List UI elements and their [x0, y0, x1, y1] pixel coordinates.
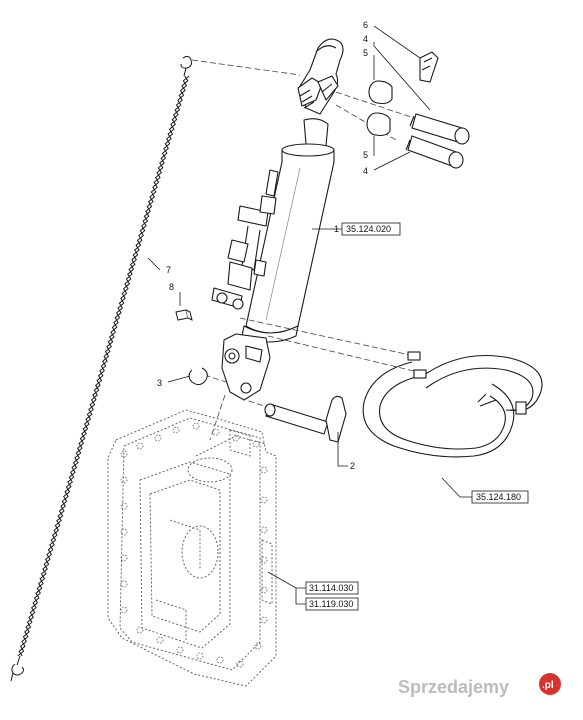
small-parts [175, 309, 208, 386]
bolt-hole [212, 428, 220, 436]
chain-strand [17, 75, 189, 657]
bolt-hole [120, 528, 128, 536]
bolt-hole [136, 626, 144, 634]
callout-1: 1 [334, 224, 339, 234]
bolt-hole [172, 426, 180, 434]
bolt-hole [260, 586, 268, 594]
callout-7: 7 [166, 265, 171, 275]
bolt-hole [232, 434, 240, 442]
bolt-hole [260, 496, 268, 504]
upper-pins-and-spacers [366, 51, 470, 169]
bolt-hole [252, 440, 260, 448]
ref-cylinder: 35.124.020 [346, 224, 391, 234]
reference-boxes [305, 222, 529, 611]
callout-3: 3 [157, 378, 162, 388]
bolt-hole [260, 466, 268, 474]
callout-4-bottom: 4 [363, 166, 368, 176]
housing-bolt-holes [120, 422, 268, 668]
watermark: Sprzedajemy .pl [398, 673, 561, 697]
bolt-hole [176, 646, 184, 654]
bolt-hole [120, 606, 128, 614]
callout-leaders [147, 25, 472, 605]
bolt-hole [216, 656, 224, 664]
ref-housing-b: 31.119.030 [309, 599, 353, 609]
callout-5-top: 5 [363, 48, 368, 58]
bolt-hole [120, 450, 128, 458]
callout-2: 2 [350, 461, 355, 471]
ref-box-cylinder [341, 222, 401, 236]
pin-part-2 [264, 395, 347, 443]
bolt-hole [260, 616, 268, 624]
chain-leader-line [191, 59, 301, 76]
bolt-hole [120, 554, 128, 562]
ref-housing-a: 31.114.030 [309, 583, 353, 593]
bolt-hole [254, 642, 262, 650]
bolt-hole [120, 476, 128, 484]
bolt-hole [156, 636, 164, 644]
watermark-suffix: .pl [542, 680, 554, 691]
ref-box-housing-a [305, 581, 359, 595]
watermark-badge [539, 673, 561, 695]
ref-hoses: 35.124.180 [476, 492, 521, 502]
callout-5-bottom: 5 [363, 150, 368, 160]
bolt-hole [136, 442, 144, 450]
callout-labels: 1 2 3 4 4 5 5 6 7 8 [157, 20, 368, 471]
bolt-hole [196, 652, 204, 660]
callout-8: 8 [169, 282, 174, 292]
callout-6: 6 [363, 20, 368, 30]
bolt-hole [260, 526, 268, 534]
bolt-hole [120, 580, 128, 588]
bolt-hole [260, 556, 268, 564]
reference-labels: 35.124.020 35.124.180 31.114.030 31.119.… [309, 224, 521, 609]
chain-strand [18, 75, 190, 657]
ref-box-hoses [471, 490, 529, 504]
chain [10, 55, 192, 682]
bolt-hole [120, 502, 128, 510]
hydraulic-cylinder [211, 38, 344, 401]
bolt-hole [236, 660, 244, 668]
bolt-hole [192, 422, 200, 430]
bolt-hole [154, 434, 162, 442]
callout-4-top: 4 [363, 34, 368, 44]
watermark-brand: Sprzedajemy [398, 677, 509, 697]
transmission-housing [107, 409, 277, 687]
hydraulic-hoses [362, 351, 543, 458]
ref-box-housing-b [305, 597, 359, 611]
